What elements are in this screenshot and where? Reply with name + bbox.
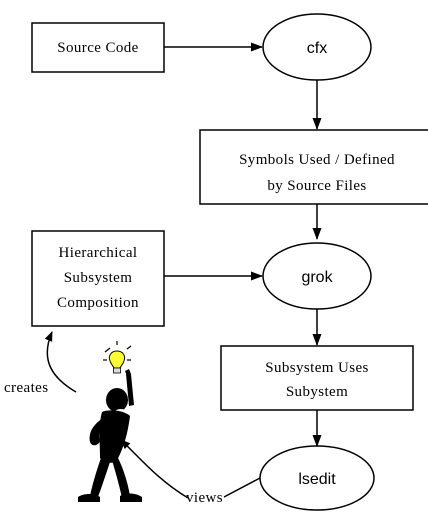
node-hierarchical-line-3: Composition: [57, 295, 139, 311]
node-hierarchical: [31, 230, 165, 327]
label-views: views: [186, 490, 223, 506]
edge-lsedit-views-person: [120, 439, 189, 499]
person-figure-icon: [78, 369, 142, 502]
node-grok: [262, 242, 372, 310]
node-subsystem-uses-line-2: Subystem: [286, 384, 348, 400]
node-subsystem-uses-line-1: Subsystem Uses: [265, 360, 369, 376]
views-connector: [223, 477, 261, 498]
node-symbols-line-2: by Source Files: [267, 178, 366, 194]
node-subsystem-uses: [220, 345, 414, 411]
label-creates: creates: [4, 380, 48, 396]
node-hierarchical-line-2: Subsystem: [64, 270, 133, 286]
node-grok-label: grok: [301, 269, 333, 286]
node-source-code-label: Source Code: [57, 40, 138, 56]
node-symbols-line-1: Symbols Used / Defined: [239, 152, 395, 168]
node-symbols: [199, 129, 428, 205]
edge-person-creates-hierarchical: [44, 331, 77, 393]
node-lsedit: [259, 445, 375, 511]
node-hierarchical-line-1: Hierarchical: [59, 245, 138, 261]
node-source-code: [31, 22, 165, 73]
lightbulb-icon: [103, 341, 132, 374]
node-cfx-label: cfx: [307, 40, 327, 57]
node-lsedit-label: lsedit: [298, 471, 336, 488]
node-cfx: [262, 13, 372, 81]
